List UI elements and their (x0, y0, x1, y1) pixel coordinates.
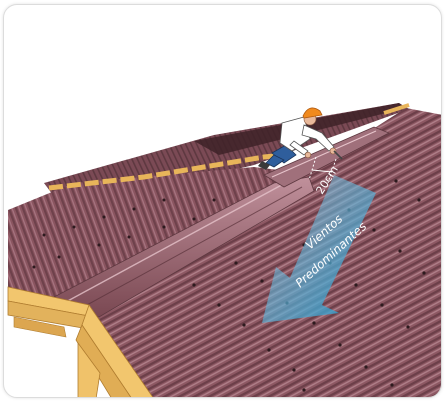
roof-installation-illustration: 20cm Vientos Predominantes (4, 5, 442, 398)
helmet-icon (303, 108, 322, 118)
illustration-card: 20cm Vientos Predominantes (3, 4, 442, 398)
